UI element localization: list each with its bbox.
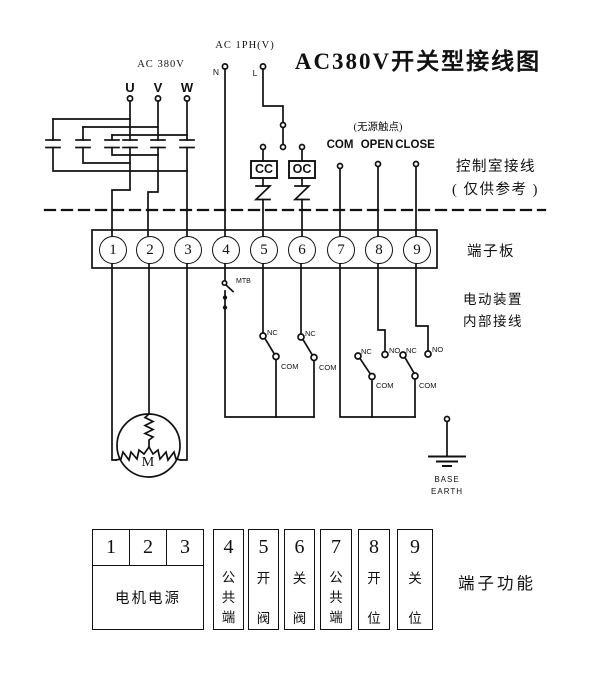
com-label-t9: COM (419, 381, 437, 390)
com-label-t6: COM (319, 363, 337, 372)
mtb-thermal-switch (221, 261, 315, 418)
ground-symbol (428, 415, 466, 467)
table-motor-power-cell: 1 2 3 电机电源 (92, 529, 204, 630)
internal-note-line2: 内部接线 (463, 314, 523, 329)
page-title: AC380V开关型接线图 (294, 49, 542, 74)
table-num-3: 3 (180, 536, 190, 558)
torque-limit-switches (259, 261, 318, 418)
table-num-5: 5 (258, 535, 269, 558)
terminal-4: 4 (212, 236, 240, 264)
motor-power-label: 电机电源 (115, 590, 181, 607)
line-label: L (252, 68, 258, 78)
terminal-board-label: 端子板 (467, 244, 515, 260)
control-room-note-line1: 控制室接线 (456, 159, 536, 175)
com-label: COM (326, 139, 354, 151)
phase-u-label: U (125, 80, 135, 95)
terminal-1: 1 (99, 236, 127, 264)
function-label-9: 关位 (408, 571, 422, 626)
dry-contact-note: (无源触点) (353, 122, 403, 133)
close-coil-box-label: CC (254, 162, 274, 176)
function-label-6: 关阀 (292, 571, 307, 626)
table-cell-5: 5 开阀 (248, 529, 279, 630)
function-label-8: 开位 (367, 571, 381, 626)
table-num-8: 8 (369, 535, 379, 558)
ground-label-line1: BASE (434, 475, 460, 484)
cc-oc-coils (250, 143, 316, 237)
function-label-4: 公共端 (221, 570, 236, 625)
table-num-6: 6 (294, 535, 305, 558)
nc-label-t6: NC (305, 329, 316, 338)
table-cell-7: 7 公共端 (320, 529, 352, 630)
mtb-label: MTB (236, 278, 251, 285)
terminal-function-label: 端子功能 (458, 574, 536, 593)
nc-label-t5: NC (267, 328, 278, 337)
control-room-note-line2: ( 仅供参考 ) (452, 182, 539, 198)
terminal-8: 8 (365, 236, 393, 264)
terminal-5: 5 (250, 236, 278, 264)
motor-label: M (141, 455, 155, 470)
com-label-t8: COM (376, 381, 394, 390)
control-drops (336, 160, 420, 237)
table-cell-4: 4 公共端 (213, 529, 244, 630)
open-coil-box-label: OC (292, 162, 312, 176)
table-cell-8: 8 开位 (358, 529, 390, 630)
phase-w-label: W (180, 80, 194, 95)
table-num-1: 1 (93, 530, 130, 565)
internal-note-line1: 电动装置 (463, 292, 523, 307)
no-label-t9: NO (432, 345, 444, 354)
table-cell-9: 9 关位 (397, 529, 433, 630)
terminal-strip-outline (91, 229, 438, 269)
com-label-t5: COM (281, 362, 299, 371)
table-num-4: 4 (223, 535, 234, 558)
table-cell-6: 6 关阀 (284, 529, 315, 630)
table-num-7: 7 (331, 535, 341, 558)
nc-label-t8: NC (361, 347, 372, 356)
table-num-2: 2 (130, 530, 167, 565)
single-phase-wiring (221, 63, 287, 237)
position-switches (339, 261, 432, 418)
terminal-2: 2 (136, 236, 164, 264)
three-phase-label: AC 380V (137, 59, 185, 70)
neutral-label: N (212, 67, 220, 77)
no-label-t8: NO (389, 346, 401, 355)
open-label: OPEN (360, 139, 394, 151)
phase-v-label: V (153, 80, 163, 95)
ground-label-line2: EARTH (431, 487, 463, 496)
terminal-7: 7 (327, 236, 355, 264)
single-phase-label: AC 1PH(V) (215, 40, 275, 51)
nc-label-t9: NC (406, 346, 417, 355)
terminal-9: 9 (403, 236, 431, 264)
terminal-3: 3 (174, 236, 202, 264)
table-num-9: 9 (410, 535, 420, 558)
close-label: CLOSE (395, 139, 435, 151)
capacitor-network (45, 95, 195, 237)
function-label-5: 开阀 (256, 571, 271, 626)
function-label-7: 公共端 (329, 570, 343, 625)
motor-wiring (111, 261, 188, 478)
terminal-6: 6 (288, 236, 316, 264)
